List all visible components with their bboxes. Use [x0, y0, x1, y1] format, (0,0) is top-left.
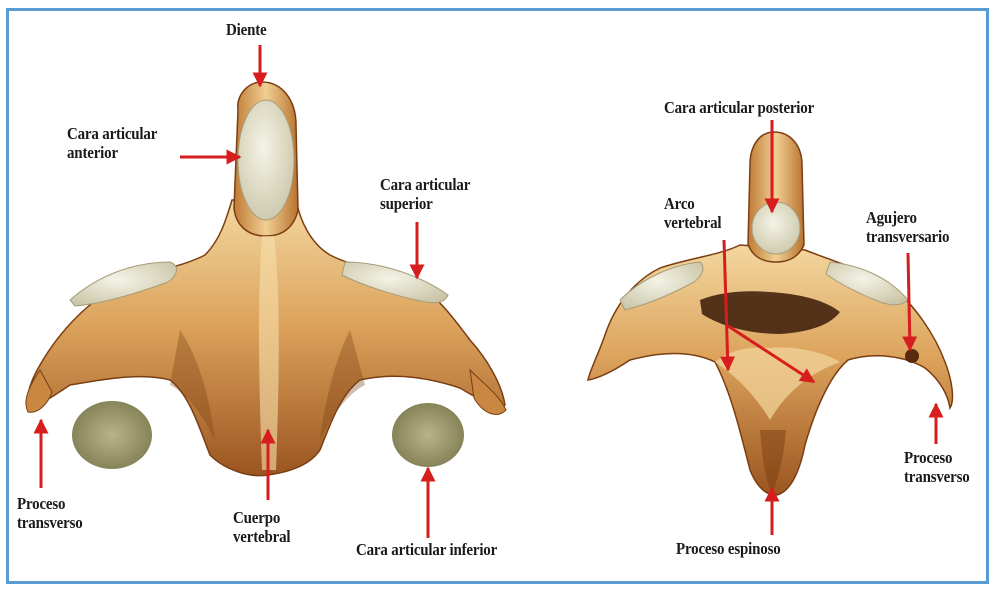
label-arco-vertebral-line1: Arco [664, 194, 721, 213]
label-agujero-transversario-line1: Agujero [866, 208, 949, 227]
label-cara-articular-inferior: Cara articular inferior [356, 540, 497, 559]
label-cara-articular-anterior-line2: anterior [67, 143, 157, 162]
label-diente-text: Diente [226, 20, 266, 39]
label-cara-articular-inferior-text: Cara articular inferior [356, 540, 497, 559]
right-transverse-foramen [905, 349, 919, 363]
label-cara-articular-superior-line2: superior [380, 194, 470, 213]
label-diente: Diente [226, 20, 266, 39]
label-cara-articular-superior: Cara articular superior [380, 175, 470, 213]
right-vertebra [588, 132, 952, 495]
label-cuerpo-vertebral-line2: vertebral [233, 527, 290, 546]
label-arco-vertebral-line2: vertebral [664, 213, 721, 232]
label-proceso-transverso-right-line1: Proceso [904, 448, 970, 467]
label-cara-articular-anterior: Cara articular anterior [67, 124, 157, 162]
label-proceso-transverso-left: Proceso transverso [17, 494, 83, 532]
left-inferior-facet-left [72, 401, 152, 469]
label-cara-articular-anterior-line1: Cara articular [67, 124, 157, 143]
label-cara-articular-superior-line1: Cara articular [380, 175, 470, 194]
label-arco-vertebral: Arco vertebral [664, 194, 721, 232]
label-proceso-transverso-right-line2: transverso [904, 467, 970, 486]
label-cara-articular-posterior-text: Cara articular posterior [664, 98, 814, 117]
label-proceso-transverso-left-line1: Proceso [17, 494, 83, 513]
label-agujero-transversario-line2: transversario [866, 227, 949, 246]
label-proceso-transverso-right: Proceso transverso [904, 448, 970, 486]
label-cuerpo-vertebral: Cuerpo vertebral [233, 508, 290, 546]
arrow-agujero-transversario [908, 253, 910, 350]
label-proceso-espinoso: Proceso espinoso [676, 539, 781, 558]
right-dens-facet [752, 202, 800, 254]
label-proceso-transverso-left-line2: transverso [17, 513, 83, 532]
label-cara-articular-posterior: Cara articular posterior [664, 98, 814, 117]
label-agujero-transversario: Agujero transversario [866, 208, 949, 246]
left-dens-facet [238, 100, 294, 220]
label-proceso-espinoso-text: Proceso espinoso [676, 539, 781, 558]
left-inferior-facet-right [392, 403, 464, 467]
label-cuerpo-vertebral-line1: Cuerpo [233, 508, 290, 527]
